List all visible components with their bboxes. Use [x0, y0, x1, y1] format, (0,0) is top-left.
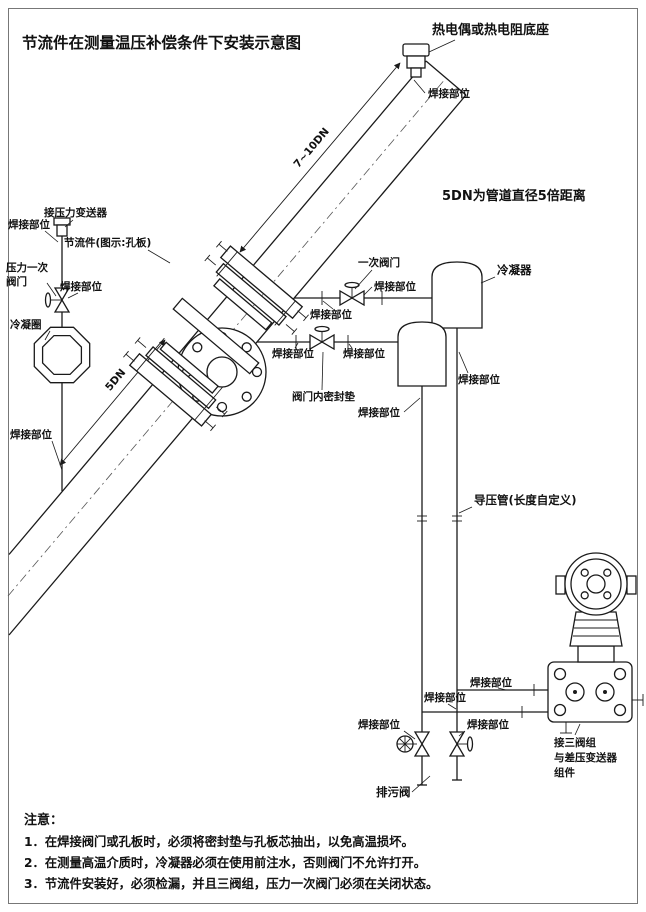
condenser-vessels: [397, 261, 483, 387]
weld-label: 焊接部位: [10, 428, 52, 441]
weld-label: 焊接部位: [60, 280, 102, 293]
pressure-primary-valve-label: 压力一次: [6, 261, 48, 274]
weld-label: 焊接部位: [424, 691, 466, 704]
drain-valve-1: [396, 731, 431, 757]
page-border: [8, 8, 638, 904]
manifold-assembly-label: 接三阀组: [554, 736, 596, 749]
condensate-ring: [33, 326, 91, 384]
condenser-label: 冷凝器: [497, 263, 532, 277]
dim-5dn-label: 5DN: [103, 367, 128, 394]
primary-valve-b: [309, 325, 335, 351]
weld-label: 焊接部位: [428, 87, 470, 100]
weld-label: 焊接部位: [8, 218, 50, 231]
notes-heading: 注意：: [24, 812, 63, 828]
manifold-assembly-label: 与差压变送器: [554, 751, 617, 764]
pressure-primary-valve: [44, 287, 71, 313]
weld-label: 焊接部位: [374, 280, 416, 293]
three-valve-manifold: [547, 661, 644, 734]
primary-valve-a: [339, 281, 365, 307]
throttle-device-label: 节流件(图示:孔板): [64, 236, 151, 249]
drain-valve-2: [448, 731, 474, 757]
orifice-flange-assembly: [123, 240, 309, 432]
drain-valve-label: 排污阀: [376, 785, 411, 799]
left-pressure-tap: [33, 217, 91, 491]
condensate-ring-label: 冷凝圈: [10, 318, 42, 331]
weld-label: 焊接部位: [467, 718, 509, 731]
weld-label: 焊接部位: [343, 347, 385, 360]
primary-valve-label: 一次阀门: [358, 256, 400, 269]
weld-label: 焊接部位: [470, 676, 512, 689]
thermocouple-base-fitting: [402, 43, 430, 78]
valve-inner-gasket-label: 阀门内密封垫: [292, 390, 355, 403]
leader-lines: [44, 39, 581, 793]
note-item: 1．在焊接阀门或孔板时，必须将密封垫与孔板芯抽出，以免高温损坏。: [24, 834, 414, 849]
note-item: 2．在测量高温介质时，冷凝器必须在使用前注水，否则阀门不允许打开。: [24, 855, 426, 870]
thermocouple-base-label: 热电偶或热电阻底座: [432, 22, 549, 38]
downstream-tap-line: [257, 325, 398, 351]
impulse-pipe-label: 导压管(长度自定义): [474, 493, 577, 507]
dp-transmitter: [555, 552, 637, 663]
connect-pressure-transmitter-label: 接压力变送器: [44, 206, 107, 219]
upstream-tap-line: [294, 281, 432, 307]
condenser-a: [431, 261, 483, 329]
dim-7-10dn-label: 7~10DN: [292, 126, 332, 171]
weld-label: 焊接部位: [358, 406, 400, 419]
notes-block: 注意： 1．在焊接阀门或孔板时，必须将密封垫与孔板芯抽出，以免高温损坏。 2．在…: [24, 812, 438, 891]
dn-distance-note: 5DN为管道直径5倍距离: [442, 188, 586, 204]
impulse-lines: [396, 328, 548, 786]
condenser-b: [397, 321, 447, 387]
manifold-assembly-label: 组件: [554, 766, 575, 779]
weld-label: 焊接部位: [272, 347, 314, 360]
pressure-primary-valve-label: 阀门: [6, 275, 27, 288]
weld-label: 焊接部位: [358, 718, 400, 731]
page-title: 节流件在测量温压补偿条件下安装示意图: [22, 33, 301, 52]
weld-label: 焊接部位: [458, 373, 500, 386]
note-item: 3．节流件安装好，必须检漏，并且三阀组，压力一次阀门必须在关闭状态。: [24, 876, 438, 891]
weld-label: 焊接部位: [310, 308, 352, 321]
